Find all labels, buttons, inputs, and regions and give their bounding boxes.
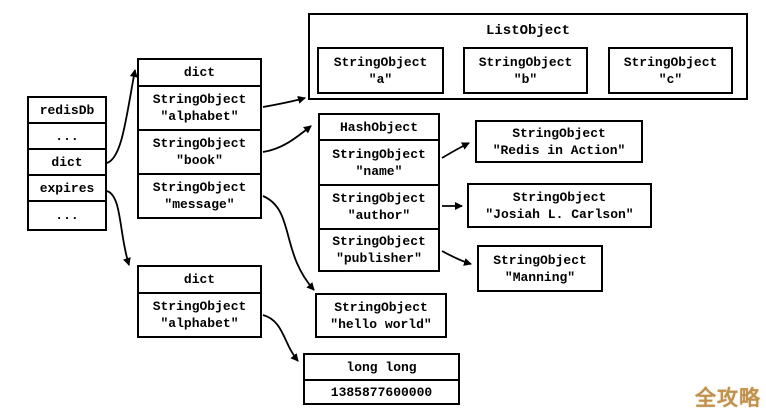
dict1-header: dict — [139, 60, 260, 87]
redis-in-action-type: StringObject — [512, 125, 606, 141]
value-box-hello-world: StringObject "hello world" — [315, 293, 447, 338]
hash-entry-publisher-type: StringObject — [332, 234, 426, 249]
redisdb-cell-dict: dict — [29, 150, 105, 176]
arrow-alphabet2-to-longlong — [262, 314, 299, 362]
long-long-value: 1385877600000 — [330, 384, 433, 400]
hash-entry-publisher: StringObject "publisher" — [320, 230, 438, 270]
list-item-b-type: StringObject — [478, 54, 573, 70]
arrow-alphabet-to-listobject — [262, 95, 306, 108]
list-item-a: StringObject "a" — [317, 47, 444, 94]
list-item-a-type: StringObject — [333, 54, 428, 70]
josiah-carlson-value: "Josiah L. Carlson" — [485, 206, 634, 222]
list-item-b: StringObject "b" — [463, 47, 588, 94]
dict1-entry-book: StringObject "book" — [139, 131, 260, 175]
hash-entry-name-type: StringObject — [332, 146, 426, 162]
redis-in-action-value: "Redis in Action" — [492, 142, 626, 158]
dict2-header: dict — [139, 267, 260, 294]
list-item-c-value: "c" — [658, 71, 683, 87]
hash-entry-name-value: "name" — [355, 163, 403, 179]
hash-object-table: HashObject StringObject "name" StringObj… — [318, 113, 440, 272]
hash-entry-name: StringObject "name" — [320, 141, 438, 186]
dict1-entry-message-type: StringObject — [152, 180, 247, 195]
list-item-a-value: "a" — [368, 71, 393, 87]
dict1-entry-message: StringObject "message" — [139, 175, 260, 217]
dict2-entry-alphabet-type: StringObject — [152, 299, 247, 314]
redisdb-table: redisDb ... dict expires ... — [27, 96, 107, 231]
arrow-name-to-redisinaction — [441, 142, 470, 159]
hash-entry-author: StringObject "author" — [320, 186, 438, 230]
hello-world-type: StringObject — [334, 299, 428, 315]
dict1-entry-alphabet: StringObject "alphabet" — [139, 87, 260, 131]
dict2-entry-alphabet: StringObject "alphabet" — [139, 294, 260, 336]
dict1-entry-message-value: "message" — [164, 197, 235, 212]
dict-table-1: dict StringObject "alphabet" StringObjec… — [137, 58, 262, 219]
list-item-c-type: StringObject — [623, 54, 718, 70]
value-box-redis-in-action: StringObject "Redis in Action" — [475, 120, 643, 163]
long-long-header: long long — [305, 355, 458, 381]
long-long-box: long long 1385877600000 — [303, 353, 460, 405]
hash-entry-author-type: StringObject — [332, 191, 426, 206]
redisdb-cell-ellipsis-bottom: ... — [55, 208, 79, 223]
dict1-entry-book-type: StringObject — [152, 136, 247, 151]
watermark: 全攻略 — [695, 386, 761, 410]
arrow-book-to-hashobject — [262, 125, 312, 153]
hello-world-value: "hello world" — [330, 316, 432, 332]
dict2-entry-alphabet-value: "alphabet" — [160, 316, 239, 331]
list-object-container: ListObject StringObject "a" StringObject… — [308, 13, 748, 100]
josiah-carlson-type: StringObject — [512, 189, 607, 205]
manning-type: StringObject — [493, 252, 587, 268]
list-object-title: ListObject — [485, 23, 570, 39]
hash-header: HashObject — [320, 115, 438, 141]
dict1-entry-alphabet-value: "alphabet" — [160, 109, 239, 124]
manning-value: "Manning" — [504, 269, 576, 285]
hash-entry-publisher-value: "publisher" — [336, 251, 422, 266]
dict-table-2: dict StringObject "alphabet" — [137, 265, 262, 338]
value-box-manning: StringObject "Manning" — [477, 245, 603, 292]
arrow-publisher-to-manning — [441, 250, 472, 266]
dict1-entry-book-value: "book" — [176, 153, 223, 168]
list-item-c: StringObject "c" — [608, 47, 733, 94]
hash-entry-author-value: "author" — [347, 208, 411, 223]
redisdb-cell-ellipsis-top: ... — [29, 124, 105, 150]
arrow-dict-to-dict1 — [106, 69, 138, 164]
value-box-josiah-carlson: StringObject "Josiah L. Carlson" — [467, 183, 652, 228]
list-item-b-value: "b" — [513, 71, 538, 87]
arrow-expires-to-dict2 — [106, 190, 131, 266]
redisdb-cell-expires: expires — [29, 176, 105, 202]
redisdb-cell-title: redisDb — [29, 98, 105, 124]
dict1-entry-alphabet-type: StringObject — [152, 92, 247, 107]
arrow-message-to-helloworld — [262, 195, 315, 291]
